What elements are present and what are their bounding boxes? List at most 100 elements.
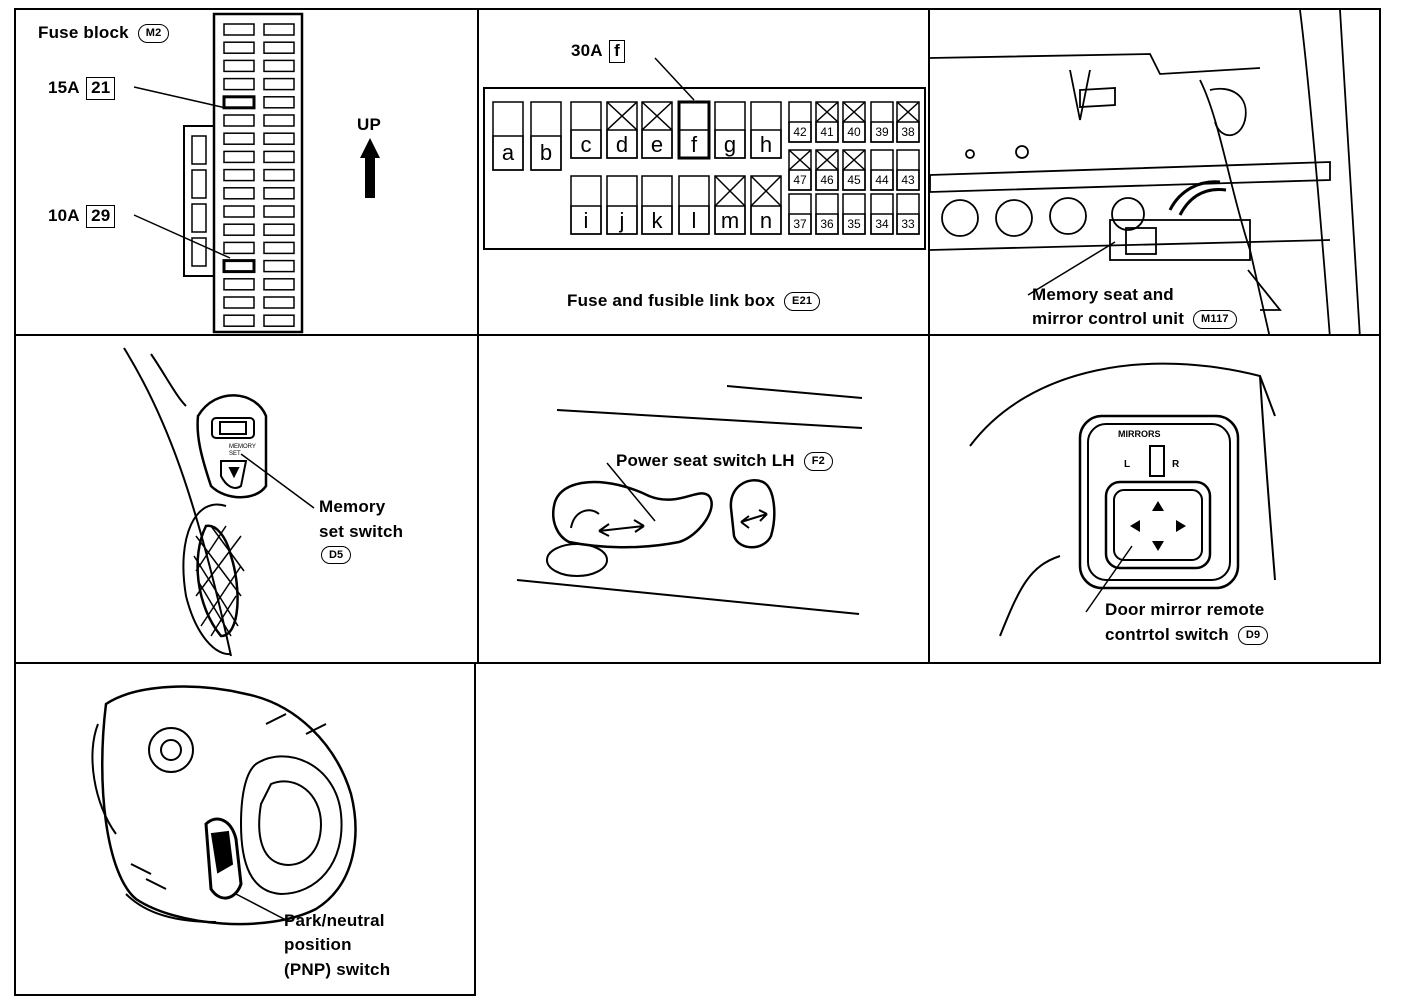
fusible-link-f-label-box (678, 129, 710, 159)
fuse-slot (223, 77, 255, 91)
mirrors-panel-text: MIRRORS (1118, 429, 1161, 439)
fuse-37-label-box (788, 213, 812, 235)
fuse-slot (263, 114, 295, 127)
fusible-link-label-c: c (580, 132, 592, 157)
connector-d5-wrap: D5 (321, 546, 352, 565)
fuse-slot (263, 259, 295, 273)
blown-fuse-cross (815, 149, 839, 171)
fuse-slot (263, 77, 295, 91)
fusible-link-label-e: e (650, 132, 664, 157)
fuse-slot (223, 150, 255, 164)
fusible-link-label-k: k (651, 208, 663, 233)
fuse-slot (263, 168, 295, 182)
power-seat-switch-label-line: Power seat switch LH F2 (616, 452, 833, 471)
fusible-link-label-g: g (723, 132, 737, 157)
fuse-15a-label: 15A 21 (48, 77, 116, 100)
fuse-label-38: 38 (901, 125, 915, 139)
fuse-10a-label: 10A 29 (48, 205, 116, 228)
connector-m117-badge: M117 (1193, 310, 1237, 329)
blown-fuse-cross (606, 101, 638, 131)
fuse-slot (263, 223, 295, 236)
fusible-link-d-label-box (606, 129, 638, 159)
fuse-slot (263, 187, 295, 200)
fuse-slot (263, 314, 295, 327)
mirror-switch-line2: contrtol switch (1105, 625, 1229, 644)
memory-switch-line2: set switch (319, 522, 404, 541)
fuse-label-40: 40 (847, 125, 861, 139)
fuse-slot (222, 259, 256, 274)
fuse-slot (222, 95, 256, 110)
fuse-block-title-line: Fuse block M2 (38, 23, 170, 43)
fuse-slot (223, 41, 255, 54)
connector-d5-badge: D5 (321, 546, 352, 565)
fusible-link-label-a: a (501, 140, 515, 165)
fuse-label-36: 36 (820, 217, 834, 231)
fusible-link-box-diagram (483, 57, 926, 250)
fuse-label-33: 33 (901, 217, 915, 231)
fuse-10a-amp: 10A (48, 205, 80, 225)
fuse-label-37: 37 (793, 217, 807, 231)
fuse-44-label-box (870, 169, 894, 191)
svg-text:SET: SET (229, 451, 241, 457)
fuse-46-label-box (815, 169, 839, 191)
fuse-45-label-box (842, 169, 866, 191)
fuse-label-43: 43 (901, 173, 915, 187)
pnp-line1: Park/neutral (284, 911, 385, 930)
fusible-link-m-label-box (714, 205, 746, 235)
fuse-slot (223, 223, 255, 236)
fusible-link-l-label-box (678, 205, 710, 235)
svg-text:MEMORY: MEMORY (229, 444, 256, 450)
fusible-link-g-label-box (714, 129, 746, 159)
control-unit-line2: mirror control unit (1032, 309, 1185, 328)
fuse-label-42: 42 (793, 125, 807, 139)
connector-e21-badge: E21 (784, 292, 821, 311)
fuse-block-title: Fuse block (38, 23, 129, 42)
power-seat-switch-label: Power seat switch LH (616, 451, 795, 470)
fusible-link-label-b: b (539, 140, 553, 165)
seat-switch-illustration (516, 385, 863, 615)
fuse-slot (263, 241, 295, 255)
fuse-slot (223, 187, 255, 200)
blown-fuse-cross (788, 149, 812, 171)
panel-fuse-block: Fuse block M2 15A 21 10A 29 UP (14, 8, 479, 336)
fuse-label-47: 47 (793, 173, 807, 187)
fuse-42-label-box (788, 121, 812, 143)
fuse-15a-amp: 15A (48, 77, 80, 97)
fuse-label-44: 44 (875, 173, 889, 187)
connector-f2-badge: F2 (803, 452, 833, 471)
fusible-link-h-label-box (750, 129, 782, 159)
blown-fuse-cross (842, 149, 866, 171)
transmission-illustration (91, 685, 357, 926)
fuse-slot (263, 296, 295, 309)
fusible-link-box-title: Fuse and fusible link box (567, 291, 776, 310)
pnp-line2: position (284, 935, 352, 954)
fuse-slot (223, 241, 255, 255)
panel-memory-control-unit: Memory seat and mirror control unit M117 (928, 8, 1381, 336)
fuse-slot (263, 132, 295, 145)
fuse-block-diagram (133, 12, 380, 334)
fuse-30a-amp: 30A (571, 40, 603, 60)
fuse-slot (263, 23, 295, 36)
fuse-label-45: 45 (847, 173, 861, 187)
fuse-slot (223, 132, 255, 145)
fuse-47-label-box (788, 169, 812, 191)
pnp-line3: (PNP) switch (284, 960, 391, 979)
memory-switch-line1: Memory (319, 497, 386, 516)
fusible-link-k-label-box (641, 205, 673, 235)
panel-pnp-switch: Park/neutral position (PNP) switch (14, 662, 476, 996)
fuse-30a-label: 30A f (571, 40, 625, 63)
mirror-switch-line2-wrap: contrtol switch D9 (1105, 625, 1269, 645)
mirror-right-text: R (1172, 459, 1180, 470)
fuse-slot (263, 96, 295, 109)
up-arrow-icon (360, 138, 380, 198)
control-unit-line2-wrap: mirror control unit M117 (1032, 310, 1237, 329)
fuse-label-34: 34 (875, 217, 889, 231)
fuse-43-label-box (896, 169, 920, 191)
fusible-link-label-m: m (720, 208, 740, 233)
blown-fuse-cross (842, 101, 866, 123)
fuse-34-label-box (870, 213, 894, 235)
fuse-38-label-box (896, 121, 920, 143)
panel-memory-set-switch: MEMORY SET Memory set switch D5 (14, 334, 479, 664)
fuse-29-box: 29 (86, 205, 116, 228)
